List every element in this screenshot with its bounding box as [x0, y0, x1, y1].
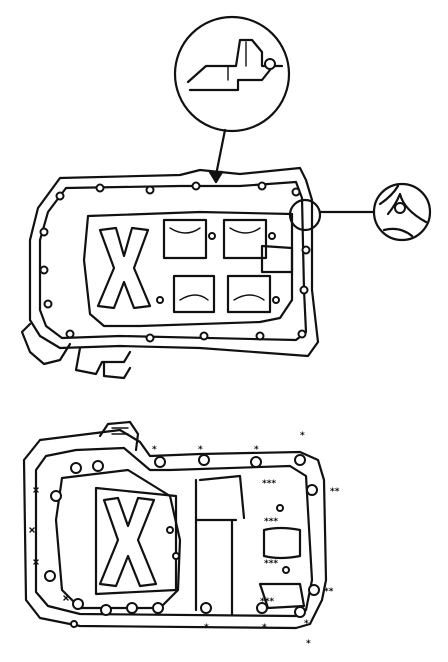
bolt-mark-4: *: [300, 431, 305, 441]
bolt-mark-3: *: [254, 445, 259, 455]
bolt-mark-13: *: [304, 619, 309, 629]
bottom-view-oil-pan: [22, 420, 328, 630]
bolt-mark-11: *: [204, 623, 209, 633]
top-view-bolts: [39, 181, 311, 343]
bolt-mark-7: ***: [264, 517, 278, 527]
bolt-mark-14: *: [306, 639, 311, 649]
bolt-mark-2: *: [198, 445, 203, 455]
bolt-mark-1: *: [152, 445, 157, 455]
detail-callout-upper: [173, 15, 291, 184]
bolt-mark-9: **: [324, 587, 334, 597]
bolt-mark-6: **: [330, 487, 340, 497]
bolt-class-marks: ************************: [152, 431, 340, 649]
bolt-mark-8: ***: [264, 559, 278, 569]
bolt-mark-5: ***: [262, 479, 276, 489]
top-view-oil-pan: [20, 15, 432, 380]
bottom-view-bolts: [44, 454, 320, 628]
bolt-mark-10: ***: [260, 597, 274, 607]
bolt-mark-12: *: [262, 623, 267, 633]
